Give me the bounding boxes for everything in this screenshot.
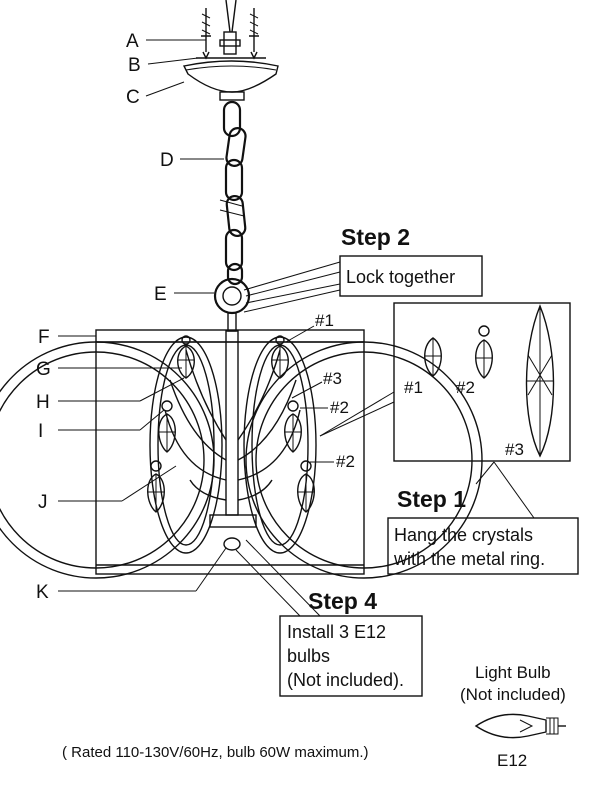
decorative-rings [0,336,483,579]
fixture-frame [95,341,365,575]
crystal-callouts: #1 #3 #2 #2 [285,311,355,471]
step4-title: Step 4 [308,588,377,614]
label-A: A [126,31,139,52]
step1-title: Step 1 [397,486,466,512]
step4-line2: bulbs [287,646,330,666]
bulb-title: Light Bulb [475,663,551,682]
step2-group: Step 2 Lock together [243,224,483,313]
canopy [182,60,279,101]
label-C: C [126,87,140,108]
center-nipple [219,0,241,55]
label-B: B [128,55,141,76]
step4-line1: Install 3 E12 [287,622,386,642]
chain [219,100,247,286]
step2-text: Lock together [346,267,455,287]
label-G: G [36,359,51,380]
top-band [95,329,365,343]
center-stem [209,330,257,528]
step4-group: Step 4 Install 3 E12 bulbs (Not included… [235,539,423,697]
part-labels: A B C D E F G H I J K [36,31,227,603]
callout-crystal-1: #1 [315,311,334,330]
label-J: J [38,492,48,513]
crystal-box-3: #3 [505,440,524,459]
crystal-detail-box: #1 #2 #3 [319,302,571,462]
bulb-icon [474,713,547,739]
bulb-subtitle: (Not included) [460,685,566,704]
label-F: F [38,327,50,348]
loop-ring [213,277,251,332]
bulb-type: E12 [497,751,527,770]
step1-line1: Hang the crystals [394,525,533,545]
mounting-screws [201,8,259,60]
label-E: E [154,284,167,305]
step2-title: Step 2 [341,224,410,250]
label-H: H [36,392,50,413]
light-bulb-group: Light Bulb (Not included) E12 [460,663,566,770]
crystal-box-1: #1 [404,378,423,397]
label-I: I [38,421,43,442]
label-D: D [160,150,174,171]
step4-line3: (Not included). [287,670,404,690]
label-K: K [36,582,49,603]
step1-group: Step 1 Hang the crystals with the metal … [387,461,579,575]
crystal-drops [147,335,315,513]
rating-note: ( Rated 110-130V/60Hz, bulb 60W maximum.… [62,744,369,761]
callout-crystal-3: #3 [323,369,342,388]
step1-line2: with the metal ring. [393,549,545,569]
callout-crystal-2a: #2 [330,398,349,417]
callout-crystal-2b: #2 [336,452,355,471]
crystal-box-2: #2 [456,378,475,397]
bulb-socket [223,537,241,551]
